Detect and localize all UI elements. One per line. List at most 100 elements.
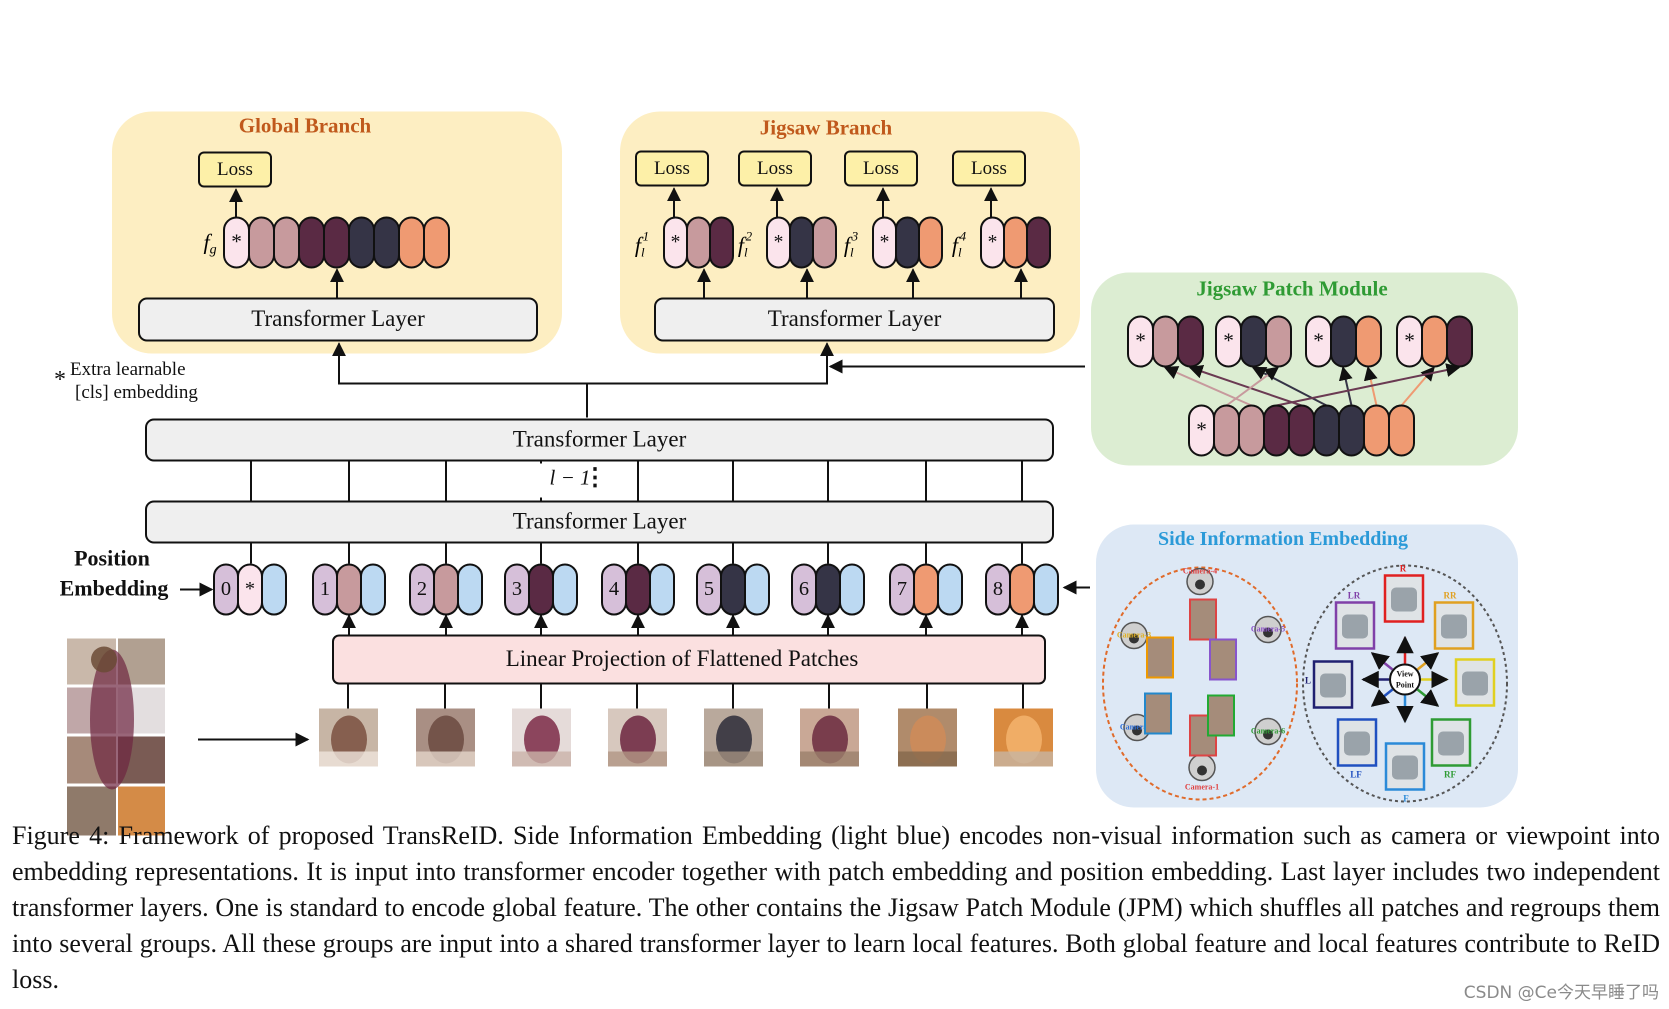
camera-view-thumbnail — [1146, 636, 1174, 679]
source-image-cell — [118, 786, 165, 836]
camera-view-thumbnail — [1209, 638, 1237, 681]
encoder-to-global-arrow — [332, 342, 588, 418]
token-label: * — [245, 578, 255, 600]
jpm-input-token — [1288, 404, 1315, 457]
token-label: 4 — [609, 578, 619, 600]
camera-icon: Camera-6 — [1251, 717, 1285, 746]
side-info-token-4 — [649, 563, 675, 616]
vehicle-shape — [1320, 673, 1346, 698]
jigsaw-loss-box-4-label: Loss — [971, 158, 1007, 179]
vehicle-view: LR — [1334, 591, 1376, 650]
vehicle-shape — [1344, 731, 1370, 756]
watermark: CSDN @Ce今天早睡了吗 — [1463, 983, 1659, 1003]
global-feature-token — [323, 216, 350, 269]
vehicle-view: RR — [1433, 591, 1475, 650]
sie-title: Side Information Embedding — [1158, 528, 1408, 550]
jpm-input-token — [1238, 404, 1265, 457]
patch-ground — [704, 751, 763, 767]
token-label: * — [1313, 328, 1324, 352]
global-transformer-layer-label: Transformer Layer — [251, 306, 425, 331]
jpm-shuffle-arrow — [1163, 366, 1252, 407]
token-label: 6 — [799, 578, 809, 600]
camera-lens — [1195, 579, 1205, 590]
vehicle-shape — [1441, 614, 1467, 639]
jigsaw-loss-box-1 — [635, 150, 709, 187]
local-feature-2-token — [812, 216, 837, 269]
source-image-person — [90, 649, 134, 790]
vehicle-shape — [1462, 671, 1488, 696]
image-patch-7 — [898, 708, 957, 767]
encoder-depth-dots: ⋮ — [583, 465, 607, 491]
jigsaw-loss-box-4 — [952, 150, 1026, 187]
jigsaw-loss-box-3 — [844, 150, 918, 187]
encoder-top-layer-label: Transformer Layer — [513, 426, 687, 451]
patch-token-7 — [913, 563, 939, 616]
jpm-group-2-token — [1265, 315, 1292, 368]
global-branch-title: Global Branch — [239, 113, 372, 137]
local-feature-4-token — [1003, 216, 1028, 269]
side-info-token-6 — [839, 563, 865, 616]
jpm-group-2-token — [1240, 315, 1267, 368]
camera-label: Camera-4 — [1183, 566, 1217, 575]
encoder-to-jigsaw-arrow — [587, 342, 834, 385]
local-feature-3-token — [918, 216, 943, 269]
token-label: * — [988, 232, 998, 253]
token-label: 3 — [512, 578, 522, 600]
image-patch-6 — [800, 708, 859, 767]
camera-icon: Camera-4 — [1183, 566, 1217, 596]
image-patch-8 — [994, 708, 1053, 767]
side-info-token-3 — [552, 563, 578, 616]
viewpoint-ring — [1302, 564, 1508, 803]
jigsaw-loss-box-1-label: Loss — [654, 158, 690, 179]
camera-label: Camera-1 — [1185, 782, 1219, 791]
camera-lens — [1263, 729, 1273, 740]
viewpoint-center — [1389, 663, 1421, 696]
viewpoint-arrow — [1416, 652, 1440, 671]
patch-ground — [319, 751, 378, 767]
local-feature-1-token — [686, 216, 711, 269]
side-info-token-1 — [360, 563, 386, 616]
figure-caption: Figure 4: Framework of proposed TransReI… — [12, 818, 1660, 998]
viewpoint-arrow — [1370, 688, 1394, 707]
camera-ring — [1102, 566, 1298, 801]
global-feature-token — [248, 216, 275, 269]
token-label: * — [671, 232, 681, 253]
image-patch-4 — [608, 708, 667, 767]
side-info-token-7 — [937, 563, 963, 616]
side-info-token-8 — [1033, 563, 1059, 616]
vehicle-view: R — [1383, 564, 1425, 623]
position-label-2: Embedding — [60, 576, 169, 601]
legend-star: * — [54, 367, 66, 393]
jigsaw-transformer-layer — [654, 297, 1055, 342]
jpm-input-token — [1213, 404, 1240, 457]
legend-line-2: [cls] embedding — [75, 382, 198, 403]
vehicle-view: RF — [1430, 718, 1472, 780]
encoder-depth-label: l − 1 — [549, 465, 590, 489]
token-label: 0 — [221, 578, 231, 600]
jpm-group-3-token — [1330, 315, 1357, 368]
jpm-input-token — [1388, 404, 1415, 457]
global-feature-token — [423, 216, 450, 269]
patch-ground — [416, 751, 475, 767]
viewpoint-direction-label: LF — [1350, 770, 1362, 780]
patch-token-2 — [433, 563, 459, 616]
vehicle-view: LF — [1336, 718, 1378, 780]
global-feature-token — [348, 216, 375, 269]
image-patch-3 — [512, 708, 571, 767]
token-label: * — [1404, 328, 1415, 352]
global-feature-token — [373, 216, 400, 269]
global-loss-box-label: Loss — [217, 159, 253, 180]
local-feature-3-token — [895, 216, 920, 269]
local-feature-1-token — [709, 216, 734, 269]
local-feature-4-token — [1026, 216, 1051, 269]
global-feature-token — [398, 216, 425, 269]
camera-view-thumbnail — [1144, 692, 1172, 735]
vehicle-shape — [1438, 731, 1464, 756]
patch-ground — [512, 751, 571, 767]
source-image-head — [91, 646, 117, 673]
image-patch-1 — [319, 708, 378, 767]
viewpoint-label-1: View — [1396, 669, 1413, 678]
jigsaw-branch-title: Jigsaw Branch — [760, 115, 893, 139]
patch-token-4 — [625, 563, 651, 616]
